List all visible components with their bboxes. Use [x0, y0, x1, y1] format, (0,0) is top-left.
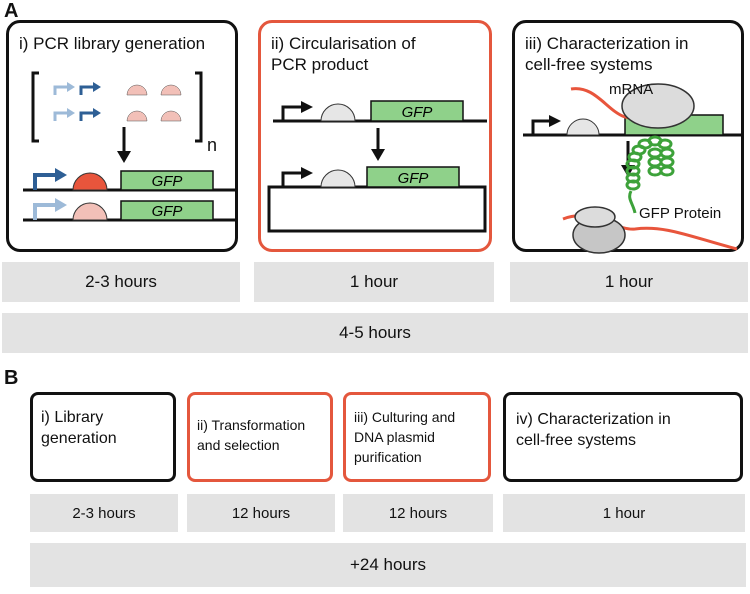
rbs-icon — [72, 172, 108, 191]
circular-plasmid — [267, 185, 487, 233]
rbs-icon — [126, 84, 148, 96]
time-cell-free: 1 hour — [510, 262, 748, 302]
pcr-library-illustration: GFP GFP — [23, 71, 235, 222]
circularisation-title: ii) Circularisation of PCR product — [271, 34, 416, 74]
total-time-b: +24 hours — [30, 543, 746, 587]
promoter-icon — [281, 105, 301, 121]
rbs-icon — [160, 84, 182, 96]
time-pcr-library: 2-3 hours — [2, 262, 240, 302]
promoter-icon — [531, 119, 549, 135]
gfp-protein-label: GFP Protein — [639, 205, 722, 222]
ribosome-icon — [621, 83, 695, 129]
pcr-library-title: i) PCR library generation — [19, 34, 206, 53]
rbs-icon — [72, 202, 108, 221]
library-generation-title: i) Library generation — [41, 409, 117, 447]
rbs-icon — [160, 110, 182, 122]
circularisation-illustration: GFP GFP — [267, 100, 487, 233]
circularisation-box: ii) Circularisation of PCR product GFP G… — [258, 20, 492, 252]
subscript-n: n — [207, 135, 218, 155]
promoter-icon — [53, 111, 67, 121]
protein-coil-icon — [625, 135, 675, 214]
transformation-title: ii) Transformation and selection — [197, 417, 306, 453]
mrna-label: mRNA — [609, 81, 654, 98]
time-library-generation: 2-3 hours — [30, 494, 178, 532]
total-time-a: 4-5 hours — [2, 313, 748, 353]
culturing-title: iii) Culturing and DNA plasmid purificat… — [354, 409, 456, 465]
gfp-gene-block — [370, 100, 464, 122]
time-culturing: 12 hours — [343, 494, 493, 532]
panel-a-label: A — [4, 0, 19, 22]
cell-free-illustration — [523, 83, 741, 254]
promoter-icon — [281, 171, 301, 187]
time-characterization: 1 hour — [503, 494, 745, 532]
gfp-label: GFP — [402, 104, 433, 121]
culturing-box: iii) Culturing and DNA plasmid purificat… — [343, 392, 491, 482]
gfp-label: GFP — [398, 170, 429, 187]
characterization-box: iv) Characterization in cell-free system… — [503, 392, 743, 482]
promoter-icon — [33, 203, 55, 220]
panel-b-label: B — [4, 367, 19, 389]
rbs-icon — [320, 103, 356, 122]
pcr-library-box: i) PCR library generation GFP — [6, 20, 238, 252]
promoter-icon — [33, 173, 55, 190]
gfp-gene-block — [120, 170, 214, 191]
gfp-label: GFP — [152, 173, 183, 190]
left-bracket — [31, 71, 39, 143]
cell-free-box: iii) Characterization in cell-free syste… — [512, 20, 744, 254]
library-generation-box: i) Library generation — [30, 392, 176, 482]
rbs-icon — [126, 110, 148, 122]
right-bracket — [195, 71, 203, 143]
time-circularisation: 1 hour — [254, 262, 494, 302]
time-transformation: 12 hours — [187, 494, 335, 532]
gfp-label: GFP — [152, 203, 183, 220]
transformation-box: ii) Transformation and selection — [187, 392, 333, 482]
promoter-icon — [79, 85, 93, 95]
gfp-gene-block — [120, 200, 214, 221]
gfp-gene-block — [366, 166, 460, 188]
cell-free-title: iii) Characterization in cell-free syste… — [525, 34, 689, 74]
characterization-title: iv) Characterization in cell-free system… — [516, 411, 671, 449]
rbs-icon — [320, 169, 356, 188]
rbs-icon — [566, 118, 600, 136]
promoter-icon — [79, 111, 93, 121]
promoter-icon — [53, 85, 67, 95]
